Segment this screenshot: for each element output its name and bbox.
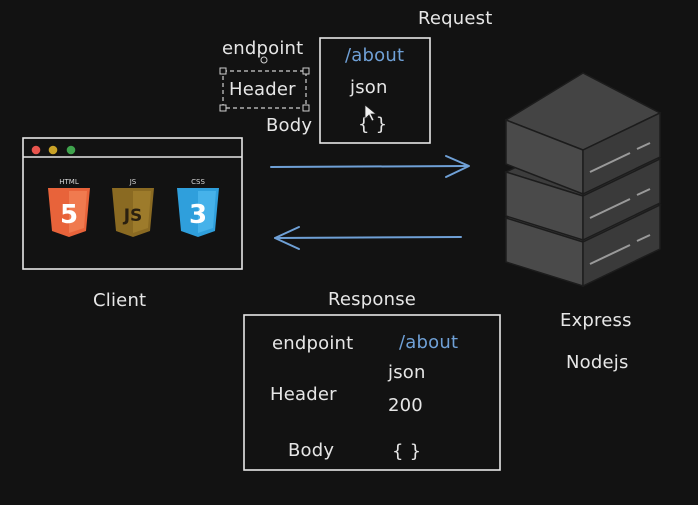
window-maximize-dot-icon — [66, 145, 76, 155]
css3-icon: CSS 3 — [177, 178, 219, 237]
response-endpoint-label: endpoint — [272, 333, 354, 354]
request-title: Request — [418, 8, 493, 29]
server-caption-express: Express — [560, 310, 632, 331]
server-stack-icon — [503, 72, 663, 288]
request-header-value: json — [350, 77, 388, 98]
selection-handle — [302, 104, 310, 112]
window-minimize-dot-icon — [48, 145, 58, 155]
css3-shield-light — [198, 191, 216, 233]
response-body-label: Body — [288, 440, 335, 461]
response-header-value-status: 200 — [388, 395, 423, 416]
html5-shield-light — [69, 191, 87, 233]
response-endpoint-value: /about — [399, 332, 459, 353]
selection-handle — [219, 104, 227, 112]
request-header-label: Header — [229, 79, 296, 100]
cursor-icon — [364, 104, 378, 122]
browser-frame — [22, 137, 243, 270]
header-selection-box — [222, 70, 307, 109]
js-icon: JS JS — [112, 178, 154, 237]
request-endpoint-value: /about — [345, 45, 405, 66]
server-unit — [504, 72, 662, 196]
selection-handle — [219, 67, 227, 75]
response-box — [243, 314, 501, 471]
request-endpoint-label: endpoint — [222, 38, 304, 59]
response-header-value-json: json — [388, 362, 426, 383]
html5-glyph: 5 — [60, 200, 78, 230]
js-label: JS — [129, 178, 137, 186]
response-body-value: { } — [392, 441, 422, 462]
window-close-dot-icon — [31, 145, 41, 155]
html5-label: HTML — [59, 178, 79, 186]
response-header-label: Header — [270, 384, 337, 405]
response-title: Response — [328, 289, 417, 310]
selection-handle — [302, 67, 310, 75]
request-body-label: Body — [266, 115, 313, 136]
css3-label: CSS — [191, 178, 205, 186]
rotate-handle — [260, 56, 268, 64]
server-caption-nodejs: Nodejs — [566, 352, 629, 373]
browser-window — [22, 137, 243, 270]
js-glyph: JS — [123, 206, 143, 226]
css3-glyph: 3 — [189, 200, 207, 230]
request-arrow-icon — [270, 155, 470, 178]
client-caption: Client — [93, 290, 147, 311]
js-shield-light — [133, 191, 151, 233]
html5-icon: HTML 5 — [48, 178, 90, 237]
response-arrow-icon — [274, 226, 462, 250]
request-box — [319, 37, 431, 144]
